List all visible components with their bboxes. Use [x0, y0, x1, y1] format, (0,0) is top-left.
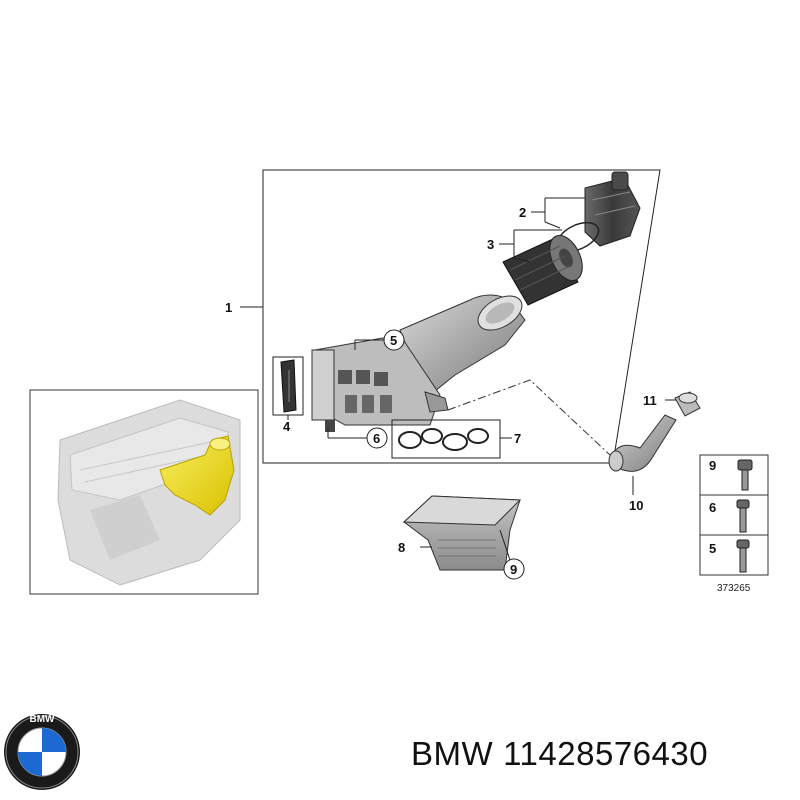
callout-1: 1 [225, 300, 263, 315]
callout-5: 5 [354, 329, 405, 351]
bolt-6-icon [736, 499, 750, 533]
callout-3: 3 [487, 229, 562, 263]
coolant-pipe [608, 414, 677, 495]
brand-name: BMW [411, 735, 494, 772]
callout-11: 11 [643, 393, 657, 408]
fastener-legend: 9 6 5 [699, 454, 769, 576]
seal-rings [391, 419, 512, 459]
bolt-5-icon [736, 539, 750, 573]
bmw-logo-text: BMW [30, 714, 56, 725]
pipe-connector [665, 391, 701, 417]
legend-label-5: 5 [709, 541, 716, 556]
legend-label-9: 9 [709, 458, 716, 473]
callout-10: 10 [629, 498, 643, 513]
callout-7: 7 [514, 431, 521, 446]
reference-number: 373265 [717, 583, 751, 594]
oil-filter-element [502, 234, 583, 306]
callout-4: 4 [283, 419, 291, 434]
oil-filter-cap [584, 171, 641, 247]
oil-cooler [402, 495, 522, 571]
bmw-logo: BMW [4, 714, 80, 790]
svg-text:9: 9 [510, 562, 517, 577]
svg-text:6: 6 [373, 431, 380, 446]
svg-text:1: 1 [225, 300, 232, 315]
part-number: 11428576430 [503, 735, 709, 772]
engine-locator-inset [29, 389, 259, 595]
svg-text:5: 5 [390, 333, 397, 348]
legend-label-6: 6 [709, 500, 716, 515]
oil-filter-housing [311, 294, 526, 432]
callout-8: 8 [398, 540, 405, 555]
housing-gasket [272, 356, 304, 420]
connector-line [447, 379, 611, 456]
callout-6: 6 [327, 427, 388, 449]
svg-text:3: 3 [487, 237, 494, 252]
svg-text:2: 2 [519, 205, 526, 220]
callout-9-cooler: 9 [503, 558, 525, 580]
callout-2: 2 [519, 197, 585, 229]
bolt-9-icon [737, 459, 753, 491]
